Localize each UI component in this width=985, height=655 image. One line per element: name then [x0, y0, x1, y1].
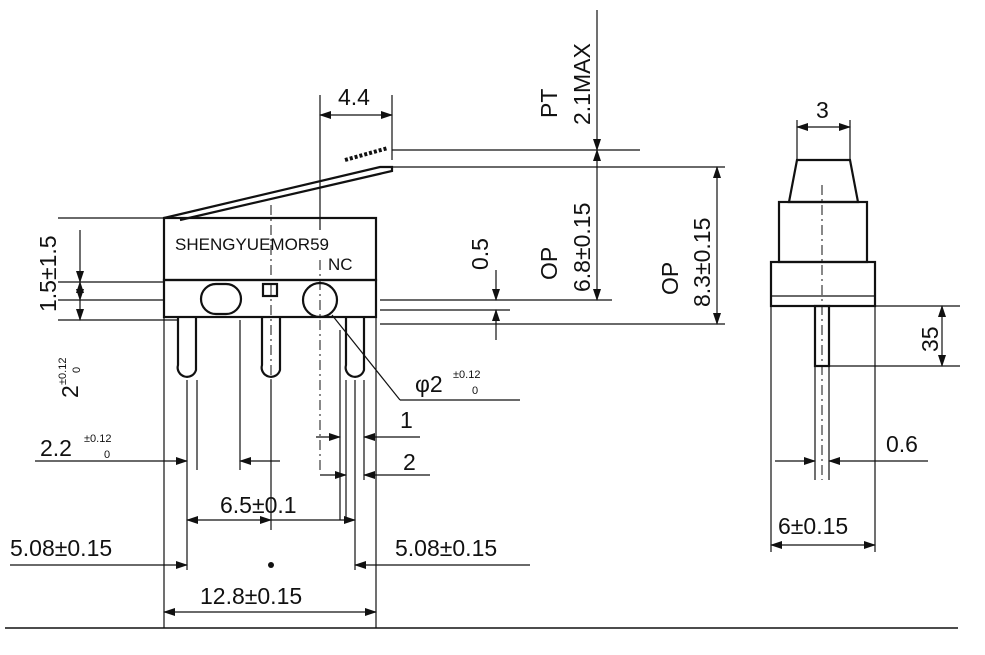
dim-pin-offset-tol-zero: 0: [104, 449, 110, 461]
pin-left: [176, 317, 198, 378]
dim-hole-dia-main: φ2: [415, 371, 443, 397]
dim-op1-label: OP: [536, 247, 562, 280]
dim-right-spacing: 5.08±0.15: [395, 535, 497, 561]
dim-pin-gap-1: 1: [400, 407, 413, 433]
dim-top-vert: 1.5±1.5: [35, 235, 61, 312]
dim-op1-value: 6.8±0.15: [569, 203, 595, 292]
dim-pin-len-tol-plus: ±0.12: [57, 358, 69, 385]
side-actuator: [787, 158, 860, 204]
lever-tip-roller: [344, 146, 389, 162]
dim-side-pin-height: 35: [917, 326, 943, 352]
dim-small-vert: 0.5: [467, 238, 493, 270]
dim-op2-value: 8.3±0.15: [689, 218, 715, 307]
dim-side-width: 6±0.15: [778, 513, 848, 539]
dim-hole-tol-plus: ±0.12: [453, 369, 480, 381]
dim-pin-offset-tol-plus: ±0.12: [84, 433, 111, 445]
switch-side-view: 3 35 0.6 6±0.15: [769, 97, 960, 552]
dim-pin-len-tol-zero: 0: [71, 367, 83, 373]
dim-side-pin-thickness: 0.6: [886, 431, 918, 457]
extension-lines: [58, 95, 725, 628]
dim-pin-len-main: 2: [57, 385, 83, 398]
dim-body-length: 12.8±0.15: [200, 583, 302, 609]
switch-lower-body: [162, 278, 378, 319]
dim-pin-gap-2: 2: [403, 449, 416, 475]
dim-op2-label: OP: [657, 262, 683, 295]
brand-marking: SHENGYUEMOR59: [175, 235, 329, 254]
dimension-labels-front: 4.4 PT 2.1MAX OP 6.8±0.15 OP 8.3±0.15 0.…: [10, 43, 715, 609]
dim-left-spacing: 5.08±0.15: [10, 535, 112, 561]
square-mark: [261, 282, 279, 298]
dim-pt-value: 2.1MAX: [569, 43, 595, 125]
side-lower-body: [769, 260, 877, 308]
dim-hole-tol-zero: 0: [472, 385, 478, 397]
side-upper-body: [777, 200, 869, 264]
dim-pin-pitch: 6.5±0.1: [220, 492, 297, 518]
dim-pt-label: PT: [536, 89, 562, 118]
dim-lever-width: 4.4: [338, 84, 370, 110]
pin-right: [344, 317, 366, 378]
switch-front-view: SHENGYUEMOR59 NC: [162, 146, 394, 470]
pin-middle: [260, 317, 282, 378]
actuator-lever: [163, 165, 394, 222]
dim-side-top: 3: [816, 97, 829, 123]
dimension-arrows-front: [10, 10, 721, 616]
contact-marking: NC: [328, 255, 353, 274]
oval-hole: [199, 282, 243, 316]
dim-pin-offset-main: 2.2: [40, 435, 72, 461]
